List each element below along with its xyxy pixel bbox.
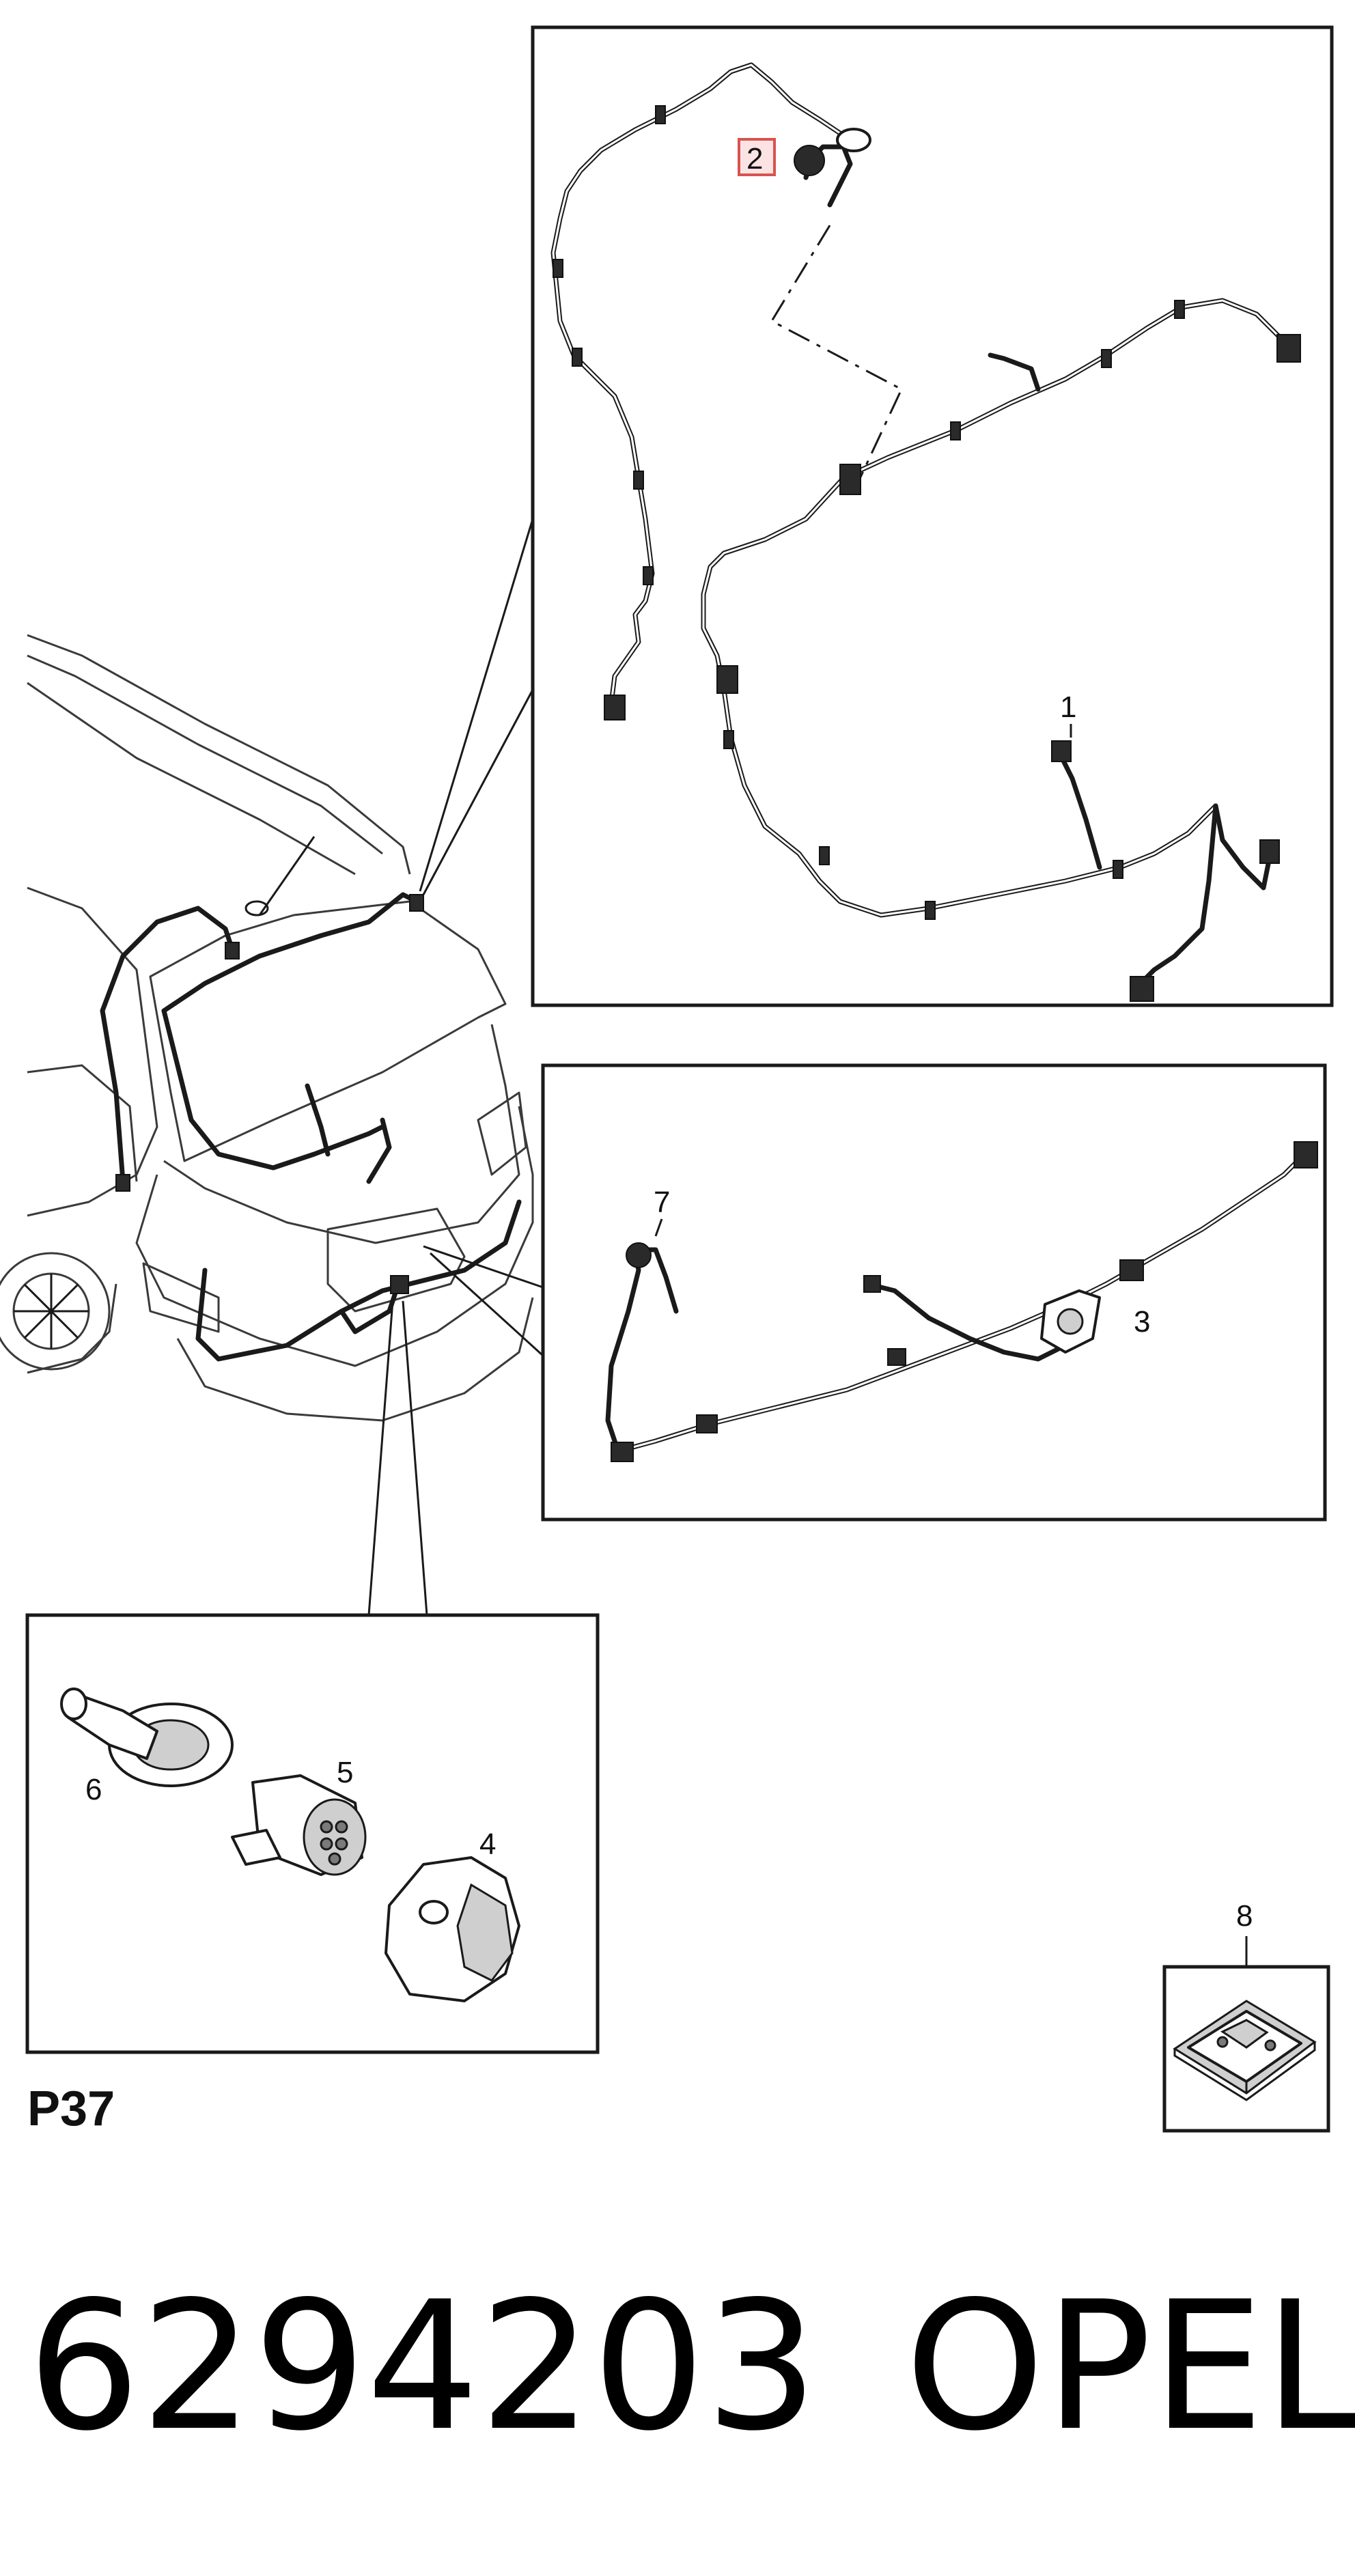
clip-icon — [723, 730, 734, 749]
connector-icon — [1130, 976, 1154, 1002]
callout-3: 3 — [1134, 1305, 1150, 1339]
top-frame-pointer — [419, 518, 534, 895]
connector-icon — [390, 1275, 409, 1294]
callout-2: 2 — [746, 142, 763, 176]
clip-icon — [643, 566, 654, 585]
connector-icon — [863, 1275, 881, 1293]
callout-7-leader — [654, 1218, 663, 1237]
grommet-cap-icon — [836, 128, 871, 152]
clip-icon — [553, 259, 563, 278]
mid-frame-pointer — [423, 1245, 544, 1357]
clip-icon — [1113, 860, 1123, 879]
harness-lower — [701, 298, 1301, 1002]
connector-icon — [1259, 839, 1280, 864]
car-rear-illustration — [0, 634, 534, 1422]
brand-name: OPEL — [905, 2264, 1355, 2470]
connector-icon — [1119, 1259, 1144, 1281]
connector-icon — [1051, 740, 1072, 762]
callout-8: 8 — [1236, 1899, 1253, 1933]
connector-icon — [716, 665, 738, 694]
connector-icon — [225, 942, 240, 960]
clip-icon — [1101, 349, 1112, 368]
bottom-left-detail-panel: 6 5 4 — [25, 1613, 600, 2054]
callout-2-highlight — [738, 138, 776, 176]
connector-icon — [839, 464, 861, 495]
connector-icon — [887, 1348, 906, 1366]
middle-detail-panel: 7 3 — [541, 1063, 1327, 1522]
clip-icon — [633, 471, 644, 490]
top-detail-frame — [531, 25, 1334, 1007]
callout-7: 7 — [654, 1186, 670, 1219]
socket-insert-icon — [231, 1774, 367, 1876]
connector-icon — [409, 894, 424, 912]
callout-5: 5 — [337, 1756, 353, 1789]
top-detail-panel: 1 2 — [531, 25, 1334, 1007]
clip-icon — [572, 348, 583, 367]
callout-4: 4 — [479, 1828, 496, 1861]
grommet-icon — [794, 145, 825, 176]
clip-icon — [925, 901, 936, 920]
cable-tie-mount-icon — [1173, 2000, 1317, 2101]
callout-6: 6 — [85, 1773, 102, 1806]
dashed-leader — [770, 225, 903, 492]
callout-1: 1 — [1060, 690, 1076, 724]
clip-icon — [819, 846, 830, 865]
clip-icon — [655, 105, 666, 124]
socket-icon — [1057, 1308, 1084, 1335]
connector-icon — [604, 695, 626, 720]
bottom-frame-pointer — [367, 1300, 428, 1616]
clip-icon — [950, 421, 961, 440]
socket-housing-icon — [385, 1856, 520, 2002]
harness-upper — [550, 62, 871, 720]
connector-icon — [1276, 334, 1301, 363]
connector-icon — [611, 1442, 634, 1462]
part-8-panel: 8 — [1162, 1899, 1330, 2133]
clip-icon — [1174, 300, 1185, 319]
part-number: 6294203 — [27, 2264, 818, 2470]
section-label: P37 — [27, 2082, 115, 2136]
connector-icon — [696, 1414, 718, 1433]
bushing-icon — [60, 1688, 234, 1787]
connector-icon — [115, 1174, 130, 1192]
connector-icon — [626, 1242, 652, 1268]
connector-icon — [1294, 1141, 1318, 1168]
middle-detail-frame — [541, 1063, 1327, 1522]
